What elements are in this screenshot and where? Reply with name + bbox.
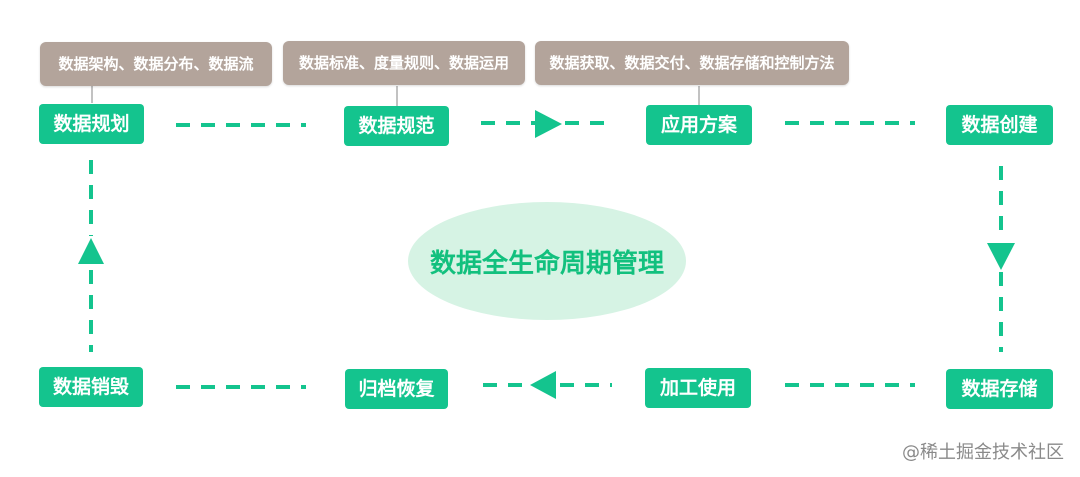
node-creation: 数据创建 xyxy=(946,105,1053,145)
node-destroy: 数据销毁 xyxy=(39,367,143,407)
center-title: 数据全生命周期管理 xyxy=(408,202,686,320)
node-storage: 数据存储 xyxy=(946,369,1053,409)
node-processing: 加工使用 xyxy=(645,368,751,408)
watermark: @稀土掘金技术社区 xyxy=(902,442,1064,463)
node-planning: 数据规划 xyxy=(39,104,144,144)
note-planning: 数据架构、数据分布、数据流 xyxy=(40,42,272,86)
node-standard: 数据规范 xyxy=(344,106,449,146)
center-title-text: 数据全生命周期管理 xyxy=(429,248,664,279)
arrow-left-icon xyxy=(530,371,556,399)
arrow-right-icon xyxy=(535,110,562,138)
node-archive: 归档恢复 xyxy=(345,369,448,409)
note-solution: 数据获取、数据交付、数据存储和控制方法 xyxy=(535,41,849,85)
arrow-down-icon xyxy=(987,243,1015,270)
arrow-up-icon xyxy=(78,238,104,264)
note-standard: 数据标准、度量规则、数据运用 xyxy=(283,41,525,85)
node-solution: 应用方案 xyxy=(646,105,752,145)
